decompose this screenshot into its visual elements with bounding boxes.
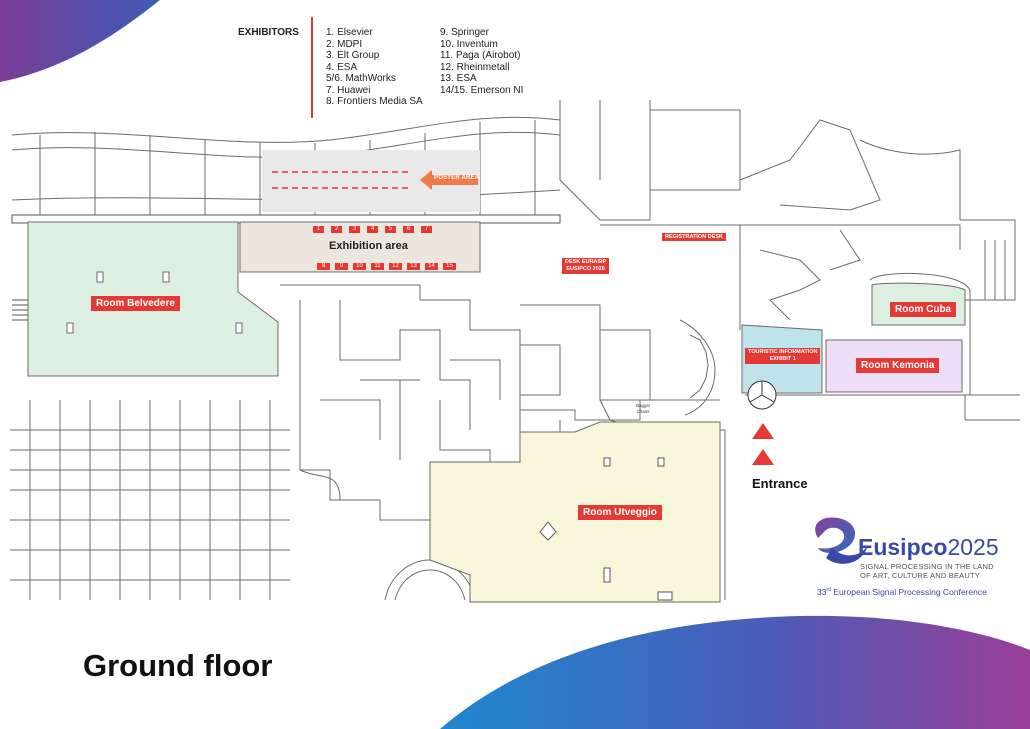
exhibitor-item: 4. ESA	[326, 61, 358, 73]
exhibitors-list-1: 1. Elsevier 2. MDPI 3. Elt Group 4. ESA …	[326, 27, 423, 108]
logo-tagline-line1: SIGNAL PROCESSING IN THE LAND	[860, 562, 994, 571]
booth-marker: 10	[353, 263, 366, 270]
touristic-info-line1: TOURISTIC INFORMATION	[748, 349, 818, 355]
room-utveggio-area	[429, 421, 721, 603]
exhibitor-item: 10. Inventum	[440, 38, 498, 50]
booth-row-top: 1 2 3 4 5 6 7	[313, 226, 432, 233]
registration-desk-label: REGISTRATION DESK	[662, 233, 726, 241]
logo-tagline-line2: OF ART, CULTURE AND BEAUTY	[860, 571, 980, 580]
booth-marker: 9	[335, 263, 348, 270]
exhibition-area-label: Exhibition area	[329, 240, 408, 252]
booth-marker: 11	[371, 263, 384, 270]
exhibitor-item: 14/15. Emerson NI	[440, 84, 524, 96]
booth-marker: 13	[407, 263, 420, 270]
eusipco-logo-icon	[815, 517, 868, 564]
booth-marker: 1	[313, 226, 324, 233]
logo-name-part1: Eusipco	[858, 534, 948, 560]
booth-marker: 8	[317, 263, 330, 270]
conference-name: 33rd European Signal Processing Conferen…	[817, 587, 987, 597]
exhibitors-list-2: 9. Springer 10. Inventum 11. Paga (Airob…	[440, 27, 523, 96]
exhibitor-item: 5/6. MathWorks	[326, 73, 396, 84]
exhibitor-item: 2. MDPI	[326, 38, 363, 50]
booth-marker: 12	[389, 263, 402, 270]
room-utveggio-label[interactable]: Room Utveggio	[578, 505, 662, 520]
eusipco-logo-wordmark: Eusipco2025	[858, 534, 999, 560]
stairs-label: Baggio Chairs	[636, 403, 650, 415]
poster-arrow-icon	[420, 170, 478, 190]
exhibitor-item: 13. ESA	[440, 73, 477, 84]
left-stairs	[12, 299, 28, 321]
entrance-arrow-icon	[752, 423, 774, 439]
booth-row-bottom: 8 9 10 11 12 13 14 15	[317, 263, 456, 270]
exhibitor-item: 3. Elt Group	[326, 50, 380, 61]
exhibition-area	[239, 221, 481, 273]
exhibitor-item: 12. Rheinmetall	[440, 61, 510, 73]
booth-marker: 15	[443, 263, 456, 270]
exhibitor-item: 9. Springer	[440, 27, 489, 38]
conference-sup: rd	[826, 587, 831, 594]
exhibitor-item: 7. Huawei	[326, 84, 371, 96]
exhibitor-item: 8. Frontiers Media SA	[326, 96, 423, 107]
booth-marker: 4	[367, 226, 378, 233]
eurasip-desk-label: DESK EURASIP EUSIPCO 2026	[562, 258, 610, 274]
room-belvedere-label[interactable]: Room Belvedere	[91, 296, 180, 311]
poster-area-label: POSTER AREA	[434, 175, 480, 181]
touristic-info-label: TOURISTIC INFORMATION EXHIBIT 1	[745, 348, 821, 364]
room-kemonia-label[interactable]: Room Kemonia	[856, 358, 940, 373]
entrance-arrow-icon-2	[752, 449, 774, 465]
utveggio-columns	[539, 457, 673, 601]
exhibitor-item: 1. Elsevier	[326, 27, 373, 38]
logo-name-part2: 2025	[947, 534, 999, 560]
stairs-label-line2: Chairs	[636, 409, 650, 414]
booth-marker: 7	[421, 226, 432, 233]
poster-area	[262, 150, 480, 212]
logo-tagline: SIGNAL PROCESSING IN THE LAND OF ART, CU…	[860, 562, 994, 580]
exhibitors-heading: EXHIBITORS	[238, 27, 299, 38]
conference-num: 33	[817, 587, 827, 597]
exhibitor-item: 11. Paga (Airobot)	[440, 50, 521, 61]
eurasip-desk-line2: EUSIPCO 2026	[566, 266, 605, 272]
floor-title: Ground floor	[83, 648, 273, 683]
booth-marker: 14	[425, 263, 438, 270]
bottom-right-wave	[440, 615, 1030, 729]
conference-rest: European Signal Processing Conference	[830, 587, 987, 597]
stairs-label-line1: Baggio	[636, 403, 651, 408]
booth-marker: 3	[349, 226, 360, 233]
eurasip-desk-line1: DESK EURASIP	[565, 259, 607, 265]
touristic-info-line2: EXHIBIT 1	[769, 356, 796, 362]
belvedere-columns	[66, 271, 243, 334]
entrance-label: Entrance	[752, 476, 808, 491]
room-cuba-label[interactable]: Room Cuba	[890, 302, 957, 317]
top-left-wave	[0, 0, 160, 82]
booth-marker: 6	[403, 226, 414, 233]
booth-marker: 5	[385, 226, 396, 233]
booth-marker: 2	[331, 226, 342, 233]
